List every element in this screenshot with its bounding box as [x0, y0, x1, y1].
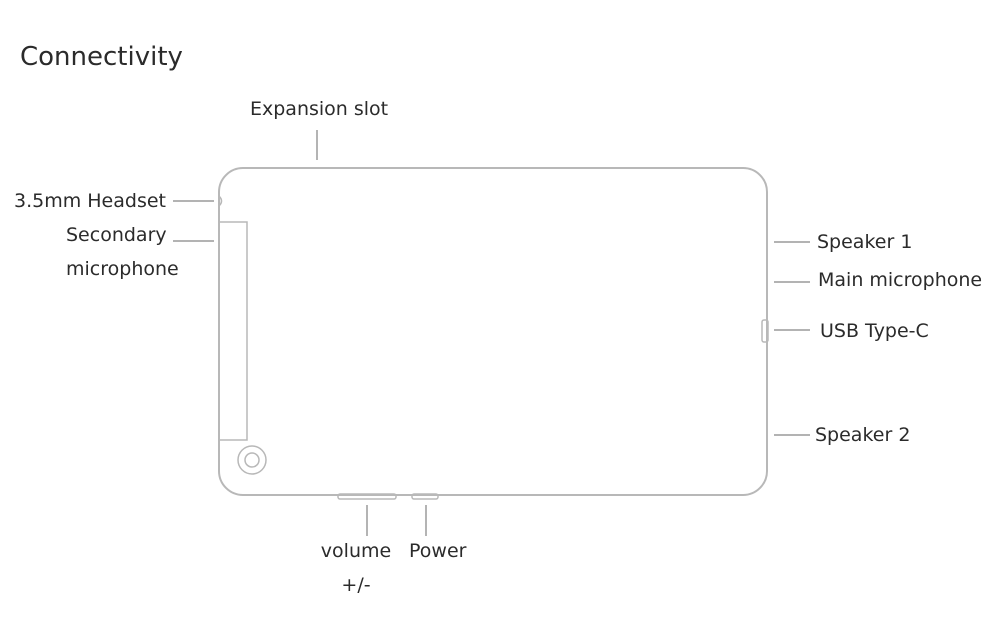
usb-port [761, 319, 769, 343]
main-mic-label: Main microphone [818, 269, 983, 291]
secondary-mic-label-line1: Secondary [66, 224, 167, 246]
side-panel [219, 221, 248, 441]
headset-label: 3.5mm Headset [14, 190, 166, 212]
secondary-mic-label-line2: microphone [66, 258, 179, 280]
power-button [411, 493, 439, 500]
expansion-slot-label: Expansion slot [250, 98, 389, 120]
speaker1-label: Speaker 1 [817, 231, 913, 253]
usb-type-c-label: USB Type-C [820, 320, 929, 342]
volume-button [337, 493, 397, 500]
volume-label: volume +/- [319, 539, 393, 597]
power-label: Power [409, 540, 467, 562]
volume-label-line1: volume [320, 540, 392, 562]
page-title: Connectivity [20, 42, 183, 72]
device-body [218, 167, 768, 496]
headset-jack [218, 195, 223, 207]
volume-label-line2: +/- [341, 574, 371, 596]
camera-inner [244, 452, 260, 468]
secondary-mic-label: Secondary microphone [66, 223, 179, 281]
speaker2-label: Speaker 2 [815, 424, 911, 446]
camera-outer [237, 445, 267, 475]
